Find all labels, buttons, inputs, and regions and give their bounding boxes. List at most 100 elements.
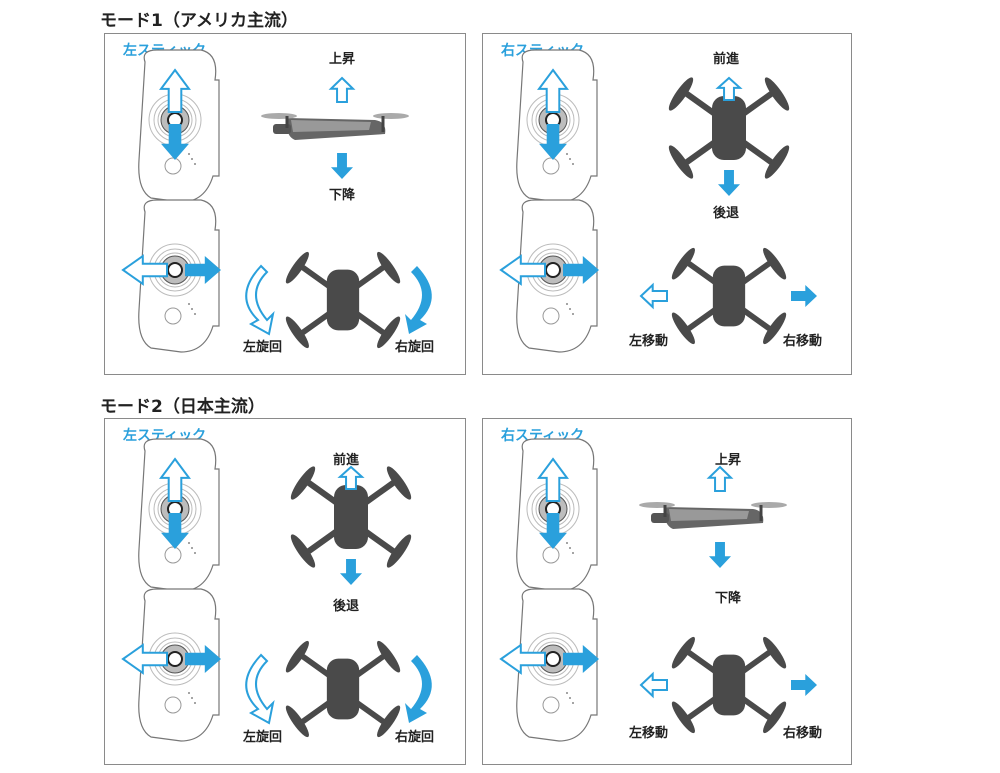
bottom-stick-icon bbox=[545, 651, 561, 667]
top-led bbox=[569, 547, 571, 549]
rotate-right-arrow-icon bbox=[405, 655, 432, 723]
bottom-drone-top-icon bbox=[285, 640, 401, 738]
top-led bbox=[572, 163, 574, 165]
top-led bbox=[194, 552, 196, 554]
bottom-led bbox=[194, 702, 196, 704]
mode1-title: モード1（アメリカ主流） bbox=[100, 11, 298, 31]
stick-left-arrow-icon bbox=[499, 643, 546, 675]
backward-label: 後退 bbox=[713, 206, 740, 221]
bottom-drone-top-icon bbox=[671, 636, 787, 734]
bottom-drone-top-icon bbox=[285, 251, 401, 349]
bottom-led bbox=[191, 308, 193, 310]
top-button-icon bbox=[542, 546, 560, 564]
down-arrow-icon bbox=[709, 542, 731, 568]
stick-down-arrow-icon bbox=[161, 124, 189, 160]
top-led bbox=[188, 153, 190, 155]
bottom-stick-icon bbox=[167, 262, 183, 278]
diagram-canvas bbox=[121, 438, 432, 742]
top-button-icon bbox=[542, 157, 560, 175]
bottom-led bbox=[572, 702, 574, 704]
stick-up-arrow-icon bbox=[159, 68, 191, 113]
stick-left-arrow-icon bbox=[121, 254, 168, 286]
backward-arrow-icon bbox=[340, 559, 362, 585]
down-arrow-icon bbox=[331, 153, 353, 179]
left-label: 左移動 bbox=[629, 334, 669, 349]
mode2-right-stick-panel: 右スティック 上昇 下降 左移動 右移動 bbox=[482, 418, 852, 765]
top-led bbox=[569, 158, 571, 160]
bottom-drone-top-icon bbox=[671, 247, 787, 345]
left-label: 左旋回 bbox=[243, 730, 283, 745]
move-left-arrow-icon bbox=[639, 282, 668, 310]
right-label: 右移動 bbox=[783, 726, 823, 741]
bottom-led bbox=[569, 308, 571, 310]
right-label: 右旋回 bbox=[395, 730, 435, 745]
up-arrow-icon bbox=[706, 465, 734, 492]
right-label: 右移動 bbox=[783, 334, 823, 349]
stick-up-arrow-icon bbox=[537, 457, 569, 502]
backward-arrow-icon bbox=[718, 170, 740, 196]
top-led bbox=[191, 158, 193, 160]
bottom-button-icon bbox=[542, 307, 560, 325]
bottom-led bbox=[572, 313, 574, 315]
mode2-left-stick-panel: 左スティック 前進 後退 左旋回 右旋回 bbox=[104, 418, 466, 765]
bottom-led bbox=[569, 697, 571, 699]
rotate-right-arrow-icon bbox=[405, 266, 432, 334]
up-arrow-icon bbox=[328, 76, 356, 103]
stick-right-arrow-icon bbox=[563, 645, 599, 673]
top-led bbox=[572, 552, 574, 554]
mode1-right-stick-panel: 右スティック 前進 後退 左移動 右移動 bbox=[482, 33, 852, 375]
stick-up-arrow-icon bbox=[537, 68, 569, 113]
mode2-title: モード2（日本主流） bbox=[100, 397, 265, 417]
top-led bbox=[188, 542, 190, 544]
bottom-led bbox=[188, 692, 190, 694]
stick-down-arrow-icon bbox=[161, 513, 189, 549]
top-led bbox=[566, 542, 568, 544]
bottom-button-icon bbox=[164, 307, 182, 325]
top-led bbox=[566, 153, 568, 155]
bottom-led bbox=[566, 692, 568, 694]
top-drone-side-icon bbox=[639, 502, 787, 529]
top-drone-top-icon bbox=[290, 466, 412, 568]
bottom-stick-icon bbox=[545, 262, 561, 278]
backward-label: 後退 bbox=[333, 599, 360, 614]
stick-left-arrow-icon bbox=[121, 643, 168, 675]
stick-up-arrow-icon bbox=[159, 457, 191, 502]
bottom-led bbox=[188, 303, 190, 305]
move-right-arrow-icon bbox=[791, 674, 817, 696]
forward-label: 前進 bbox=[713, 52, 740, 67]
top-button-icon bbox=[164, 157, 182, 175]
forward-arrow-icon bbox=[715, 76, 743, 101]
move-right-arrow-icon bbox=[791, 285, 817, 307]
stick-right-arrow-icon bbox=[185, 645, 221, 673]
top-led bbox=[191, 547, 193, 549]
diagram-canvas bbox=[499, 49, 817, 353]
stick-down-arrow-icon bbox=[539, 513, 567, 549]
bottom-led bbox=[194, 313, 196, 315]
bottom-led bbox=[191, 697, 193, 699]
top-drone-top-icon bbox=[668, 77, 790, 179]
stick-down-arrow-icon bbox=[539, 124, 567, 160]
down-label: 下降 bbox=[715, 591, 742, 606]
stick-right-arrow-icon bbox=[563, 256, 599, 284]
diagram-canvas bbox=[499, 438, 817, 742]
stick-right-arrow-icon bbox=[185, 256, 221, 284]
bottom-button-icon bbox=[542, 696, 560, 714]
bottom-button-icon bbox=[164, 696, 182, 714]
stick-left-arrow-icon bbox=[499, 254, 546, 286]
up-label: 上昇 bbox=[329, 52, 356, 67]
up-label: 上昇 bbox=[715, 453, 742, 468]
mode1-left-stick-panel: 左スティック 上昇 下降 左旋回 右旋回 bbox=[104, 33, 466, 375]
diagram-canvas bbox=[121, 49, 432, 353]
forward-arrow-icon bbox=[337, 465, 365, 490]
forward-label: 前進 bbox=[333, 453, 360, 468]
down-label: 下降 bbox=[329, 188, 356, 203]
top-button-icon bbox=[164, 546, 182, 564]
bottom-led bbox=[566, 303, 568, 305]
left-label: 左旋回 bbox=[243, 340, 283, 355]
rotate-left-arrow-icon bbox=[245, 653, 275, 725]
top-led bbox=[194, 163, 196, 165]
move-left-arrow-icon bbox=[639, 671, 668, 699]
left-label: 左移動 bbox=[629, 726, 669, 741]
rotate-left-arrow-icon bbox=[245, 264, 275, 336]
top-drone-side-icon bbox=[261, 113, 409, 140]
